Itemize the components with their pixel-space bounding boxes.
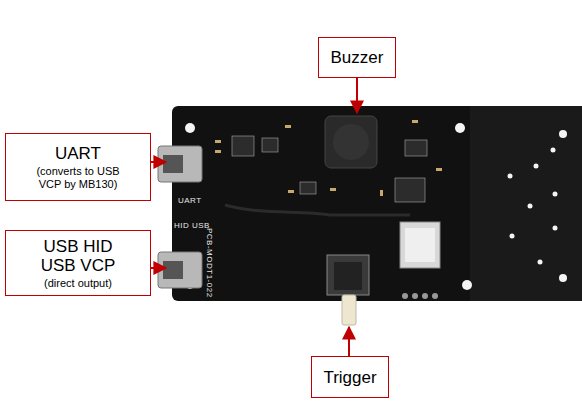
silkscreen-label: UART xyxy=(178,196,202,205)
callout-title: Buzzer xyxy=(331,48,384,67)
callout-box: UART (converts to USB VCP by MB130) xyxy=(5,133,151,201)
usb-port xyxy=(163,155,183,173)
callout-box: USB HID USB VCP (direct output) xyxy=(5,230,151,296)
smd-parts xyxy=(215,120,442,196)
buzzer-top xyxy=(333,124,369,160)
trigger-switch xyxy=(327,255,369,295)
silkscreen-label: PCB-MODT1-022 xyxy=(205,228,214,298)
callout-note: (direct output) xyxy=(44,277,112,290)
leader-arrow xyxy=(356,77,358,113)
ffc-slot xyxy=(405,228,435,262)
usb-connector xyxy=(158,252,202,288)
callout-title: UART xyxy=(55,144,101,163)
trigger-plunger xyxy=(342,295,356,325)
callout-box: Trigger xyxy=(311,356,389,398)
pin-pads xyxy=(402,293,438,299)
usb-connector xyxy=(158,146,202,182)
callout-note: (converts to USB VCP by MB130) xyxy=(28,165,128,191)
silkscreen-label: HID USB xyxy=(174,221,210,230)
leader-arrow xyxy=(150,161,166,163)
chips xyxy=(232,136,427,202)
callout-box: Buzzer xyxy=(318,37,396,78)
pcb-board xyxy=(172,106,582,301)
callout-title: USB HID USB VCP xyxy=(33,237,123,275)
ffc-connector xyxy=(400,222,440,268)
buzzer-part xyxy=(325,116,377,168)
callout-title: Trigger xyxy=(323,368,376,387)
trigger-body xyxy=(334,262,362,290)
pcb-area xyxy=(470,106,582,301)
leader-arrow xyxy=(150,267,166,269)
usb-port xyxy=(163,261,183,279)
leader-arrow xyxy=(348,327,350,356)
pcb-trace xyxy=(225,205,410,215)
